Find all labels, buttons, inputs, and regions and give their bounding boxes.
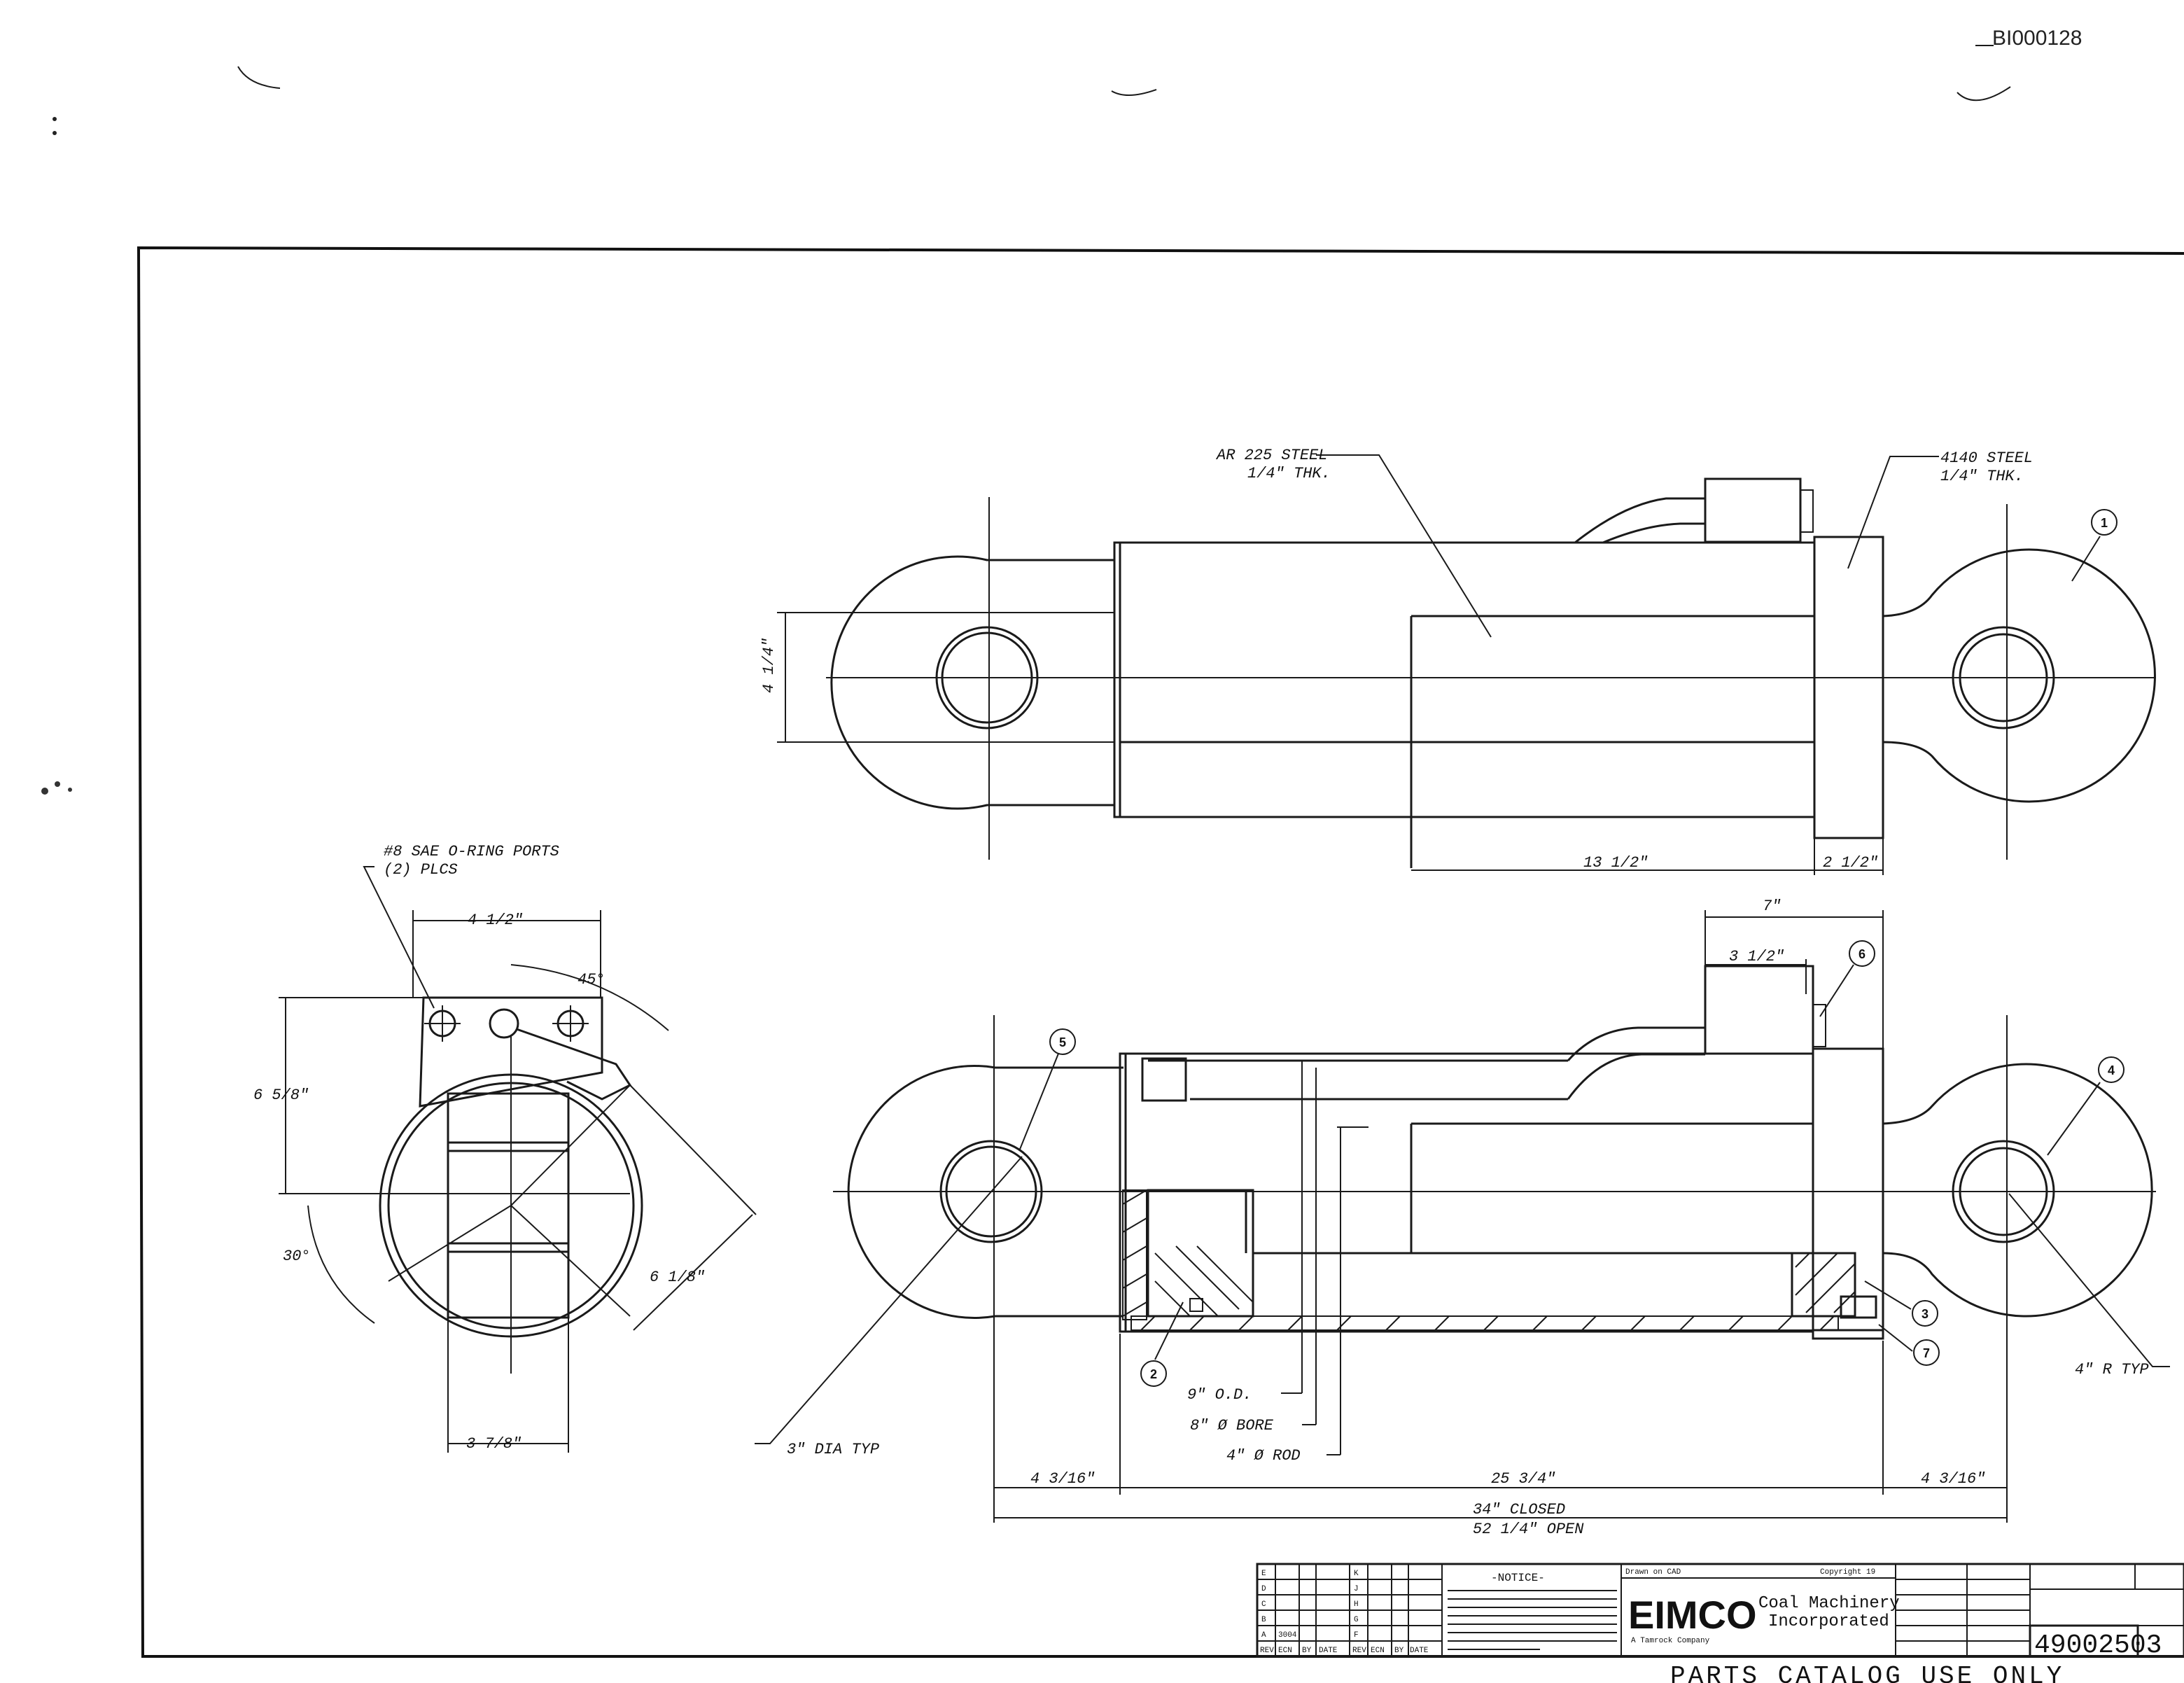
callout-ar225: AR 225 STEEL	[1215, 447, 1327, 464]
rev-letter-f: F	[1354, 1631, 1359, 1640]
callout-ports: #8 SAE O-RING PORTS	[384, 843, 559, 860]
rev-header-rev: REV	[1260, 1647, 1274, 1655]
company-line-1: Coal Machinery	[1758, 1594, 1900, 1613]
dim-30-deg: 30°	[283, 1248, 311, 1265]
dim-25-3-4: 25 3/4"	[1491, 1470, 1555, 1488]
rev-entry-ecn: 3004	[1278, 1631, 1297, 1640]
rev-letter-j: J	[1354, 1585, 1359, 1593]
callout-rod: 4" Ø ROD	[1226, 1447, 1301, 1465]
rev-header-rev-2: REV	[1352, 1647, 1366, 1655]
drawn-on-cad: Drawn on CAD	[1625, 1568, 1681, 1577]
dim-3-1-2: 3 1/2"	[1729, 948, 1784, 965]
dim-6-5-8: 6 5/8"	[253, 1087, 309, 1104]
dim-45-deg: 45°	[578, 971, 606, 989]
rev-letter-e: E	[1261, 1570, 1266, 1578]
rev-header-by-2: BY	[1394, 1647, 1404, 1655]
dim-3-7-8: 3 7/8"	[466, 1435, 522, 1453]
company-line-2: Incorporated	[1768, 1612, 1889, 1631]
notice-heading: -NOTICE-	[1491, 1572, 1545, 1584]
rev-letter-b: B	[1261, 1616, 1266, 1624]
dim-4-3-16-right: 4 3/16"	[1921, 1470, 1985, 1488]
cylinder-end-view: 6 5/8" 4 1/2" 45° 6 1/8" 30° 3 7/8" #8 S…	[253, 843, 756, 1453]
rev-header-date: DATE	[1319, 1647, 1338, 1655]
rev-letter-g: G	[1354, 1616, 1359, 1624]
callout-r-typ: 4" R TYP	[2075, 1361, 2149, 1378]
balloon-4: 4	[2108, 1063, 2115, 1077]
callout-od: 9" O.D.	[1187, 1386, 1252, 1404]
balloon-7: 7	[1923, 1346, 1930, 1360]
balloon-1: 1	[2101, 516, 2108, 530]
document-id: BI000128	[1992, 27, 2082, 50]
callout-dia-typ: 3" DIA TYP	[787, 1441, 879, 1458]
dim-7: 7"	[1763, 898, 1781, 915]
dim-4-1-2: 4 1/2"	[468, 912, 523, 929]
balloon-2: 2	[1150, 1367, 1157, 1381]
rev-letter-a: A	[1261, 1631, 1266, 1640]
dim-4-3-16-left: 4 3/16"	[1030, 1470, 1095, 1488]
rev-letter-d: D	[1261, 1585, 1266, 1593]
balloon-5: 5	[1059, 1035, 1066, 1049]
rev-letter-c: C	[1261, 1600, 1266, 1609]
rev-header-ecn-2: ECN	[1371, 1647, 1385, 1655]
part-number: 49002503	[2034, 1630, 2162, 1661]
rev-letter-k: K	[1354, 1570, 1359, 1578]
rev-header-by: BY	[1302, 1647, 1312, 1655]
dim-4-1-4: 4 1/4"	[760, 638, 778, 693]
dim-closed: 34" CLOSED	[1473, 1501, 1565, 1518]
callout-4140: 4140 STEEL	[1940, 449, 2033, 467]
dim-2-1-2: 2 1/2"	[1823, 854, 1878, 872]
footer-note: PARTS CATALOG USE ONLY	[1670, 1662, 2064, 1683]
scan-artifacts	[41, 67, 2010, 795]
copyright: Copyright 19	[1820, 1568, 1875, 1577]
callout-ar225-thk: 1/4" THK.	[1247, 465, 1331, 482]
rev-header-ecn: ECN	[1278, 1647, 1292, 1655]
callout-ports-plcs: (2) PLCS	[384, 861, 458, 879]
callout-bore: 8" Ø BORE	[1190, 1417, 1274, 1434]
dim-open: 52 1/4" OPEN	[1473, 1521, 1584, 1538]
eimco-logo: EIMCO	[1628, 1593, 1757, 1637]
rev-header-date-2: DATE	[1410, 1647, 1429, 1655]
dim-13-1-2: 13 1/2"	[1583, 854, 1648, 872]
cylinder-section-view: 7" 3 1/2" 9" O.D. 8" Ø BORE 4" Ø ROD 3" …	[755, 898, 2170, 1538]
cylinder-top-view: 4 1/4" 13 1/2" 2 1/2" AR 225 STEEL 1/4" …	[760, 447, 2156, 875]
company-subtitle: A Tamrock Company	[1631, 1637, 1710, 1645]
dim-6-1-8: 6 1/8"	[650, 1269, 705, 1286]
rev-letter-h: H	[1354, 1600, 1359, 1609]
balloon-3: 3	[1921, 1307, 1928, 1321]
drawing-border	[139, 248, 2184, 1656]
balloon-6: 6	[1858, 947, 1865, 961]
title-block: E D C B A 3004 K J H G F REV ECN BY DATE…	[1257, 1564, 2184, 1661]
callout-4140-thk: 1/4" THK.	[1940, 468, 2024, 485]
